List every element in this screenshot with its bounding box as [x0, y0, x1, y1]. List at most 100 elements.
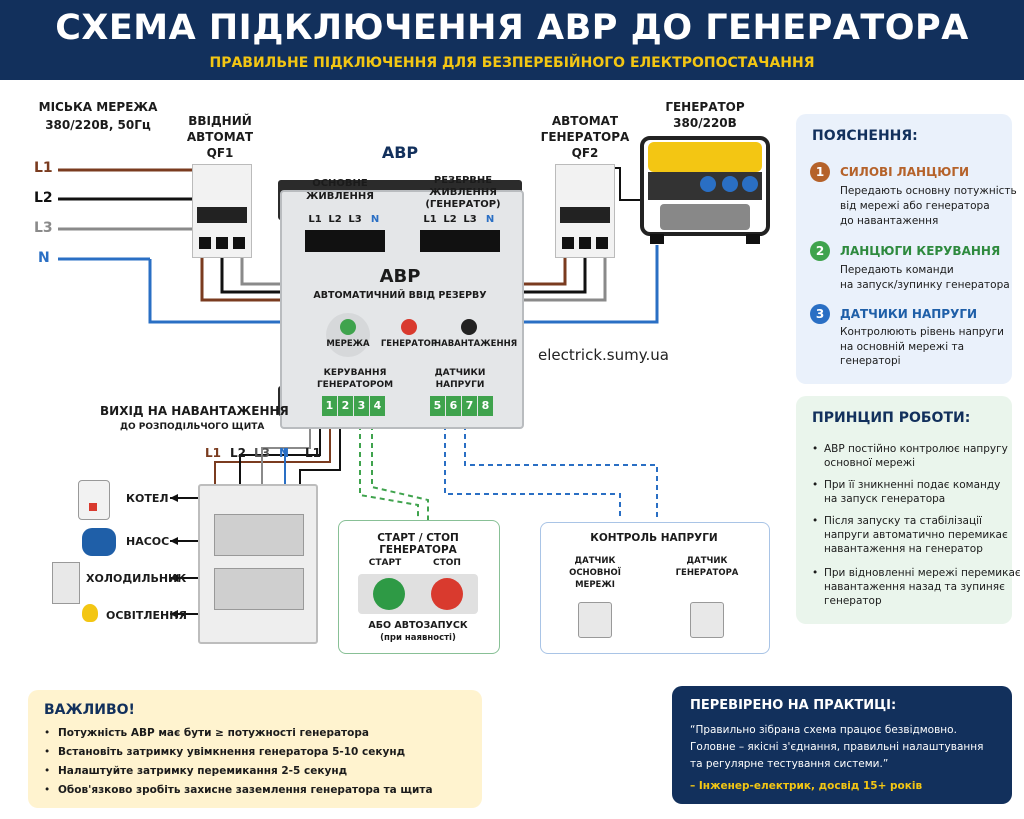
verified-title: ПЕРЕВІРЕНО НА ПРАКТИЦІ: — [690, 698, 897, 713]
load-fridge-label: ХОЛОДИЛЬНИК — [86, 572, 187, 585]
qf2-label-3: QF2 — [571, 146, 599, 160]
grid-line-l3: L3 — [34, 220, 53, 236]
start-label: СТАРТ — [368, 558, 402, 568]
avr-main-in-2: ЖИВЛЕННЯ — [306, 191, 374, 202]
explanation-item-desc: на основній мережі та генераторі — [840, 341, 965, 367]
important-box — [28, 690, 482, 808]
sensor-grid-label-2: ОСНОВНОЇ — [569, 568, 621, 578]
grid-title: МІСЬКА МЕРЕЖА — [38, 100, 158, 114]
avr-main-terminals: L1 L2 L3 N — [305, 214, 385, 254]
start-button[interactable] — [373, 578, 405, 610]
bullet-icon: • — [44, 746, 51, 758]
important-item: Налаштуйте затримку перемикання 2-5 секу… — [58, 765, 348, 777]
header-bar — [0, 0, 1024, 80]
sensor-grid-label-1: ДАТЧИК — [574, 556, 616, 566]
sensor-gen-label-1: ДАТЧИК — [686, 556, 728, 566]
load-pump-label: НАСОС — [126, 535, 170, 548]
important-item: Потужність АВР має бути ≥ потужності ген… — [58, 727, 369, 739]
terminal-label: L3 — [348, 214, 362, 225]
avr-unit — [280, 190, 524, 429]
avr-res-in-1: РЕЗЕРВНЕ — [433, 175, 493, 186]
page-title: СХЕМА ПІДКЛЮЧЕННЯ АВР ДО ГЕНЕРАТОРА — [55, 8, 969, 48]
explanation-number: 3 — [810, 304, 830, 324]
output-line-n: N — [279, 446, 290, 460]
principle-item: АВР постійно контролює напругу — [824, 443, 1008, 455]
explanation-item-title: ДАТЧИКИ НАПРУГИ — [840, 307, 978, 321]
output-line-l2: L2 — [230, 446, 246, 460]
avr-name: АВР — [379, 266, 421, 287]
avr-control-label-1: КЕРУВАННЯ — [323, 368, 387, 378]
load-boiler-label: КОТЕЛ — [126, 492, 169, 505]
terminal-block — [305, 230, 385, 252]
explanation-item-title: ЛАНЦЮГИ КЕРУВАННЯ — [840, 244, 1001, 258]
avr-main-in-1: ОСНОВНЕ — [312, 178, 368, 189]
stop-button[interactable] — [431, 578, 463, 610]
page-subtitle: ПРАВИЛЬНЕ ПІДКЛЮЧЕННЯ ДЛЯ БЕЗПЕРЕБІЙНОГО… — [209, 55, 815, 71]
terminal-label: N — [485, 214, 495, 225]
principle-item: навантаження назад та зупиняє — [824, 581, 1005, 593]
important-item: Встановіть затримку увімкнення генератор… — [58, 746, 406, 758]
grid-line-l1: L1 — [34, 160, 53, 176]
explanation-item-desc: Передають основну потужність — [840, 185, 1017, 197]
led-generator-icon — [401, 319, 417, 335]
explanation-number: 1 — [810, 162, 830, 182]
grid-spec: 380/220В, 50Гц — [45, 118, 151, 132]
avr-description: АВТОМАТИЧНИЙ ВВІД РЕЗЕРВУ — [313, 290, 487, 301]
terminal-label: L2 — [443, 214, 457, 225]
principle-title: ПРИНЦИП РОБОТИ: — [812, 410, 971, 426]
stop-label: СТОП — [433, 558, 461, 568]
bullet-icon: • — [812, 515, 819, 527]
watermark: electrick.sumy.ua — [538, 346, 669, 364]
breaker-qf2 — [555, 164, 615, 258]
voltage-control-title: КОНТРОЛЬ НАПРУГИ — [590, 532, 718, 544]
sensor-generator-icon — [690, 602, 724, 638]
important-title: ВАЖЛИВО! — [44, 702, 135, 718]
principle-item: Після запуску та стабілізації — [824, 515, 982, 527]
principle-item: навантаження на генератор — [824, 543, 983, 555]
avr-control-terminals: 1 2 3 4 — [322, 396, 385, 416]
explanation-item-desc: від мережі або генератора — [840, 200, 990, 212]
bullet-icon: • — [812, 443, 819, 455]
qf1-label-3: QF1 — [206, 146, 234, 160]
sensor-terminal: 6 — [446, 396, 461, 416]
terminal-label: L1 — [308, 214, 322, 225]
explanation-item-desc: на запуск/зупинку генератора — [840, 279, 1010, 291]
breaker-qf1 — [192, 164, 252, 258]
sensor-gen-label-2: ГЕНЕРАТОРА — [675, 568, 739, 578]
terminal-label: L3 — [463, 214, 477, 225]
explanation-item-desc: до навантаження — [840, 215, 939, 227]
start-stop-title: СТАРТ / СТОП ГЕНЕРАТОРА — [377, 532, 459, 556]
led-generator-label: ГЕНЕРАТОР — [380, 339, 438, 349]
avr-top-label: АВР — [381, 143, 419, 162]
led-grid-label: МЕРЕЖА — [326, 339, 370, 349]
grid-line-n: N — [38, 250, 50, 266]
control-terminal: 3 — [354, 396, 369, 416]
principle-item: При її зникненні подає команду — [824, 479, 1001, 491]
bullet-icon: • — [812, 479, 819, 491]
principle-item: на запуск генератора — [824, 493, 946, 505]
terminal-label: L2 — [328, 214, 342, 225]
distribution-panel-icon — [198, 484, 318, 644]
avr-sensor-label-2: НАПРУГИ — [435, 380, 485, 390]
terminal-block — [420, 230, 500, 252]
control-terminal: 1 — [322, 396, 337, 416]
output-line-l1b: L1 — [305, 446, 321, 460]
grid-line-l2: L2 — [34, 190, 53, 206]
explanation-item-desc: Передають команди — [840, 264, 954, 276]
important-item: Обов'язково зробіть захисне заземлення г… — [58, 784, 433, 796]
terminal-label: L1 — [423, 214, 437, 225]
principle-item: При відновленні мережі перемикає — [824, 567, 1021, 579]
led-grid-icon — [340, 319, 356, 335]
sensor-terminal: 8 — [478, 396, 493, 416]
autostart-label: АБО АВТОЗАПУСК — [368, 620, 468, 631]
verified-quote: Головне – якісні з'єднання, правильні на… — [690, 741, 984, 753]
load-lighting-label: ОСВІТЛЕННЯ — [106, 609, 187, 622]
qf1-label-2: АВТОМАТ — [186, 130, 254, 144]
avr-res-in-3: (ГЕНЕРАТОР) — [425, 199, 501, 210]
autostart-note: (при наявності) — [380, 633, 456, 643]
explanation-item-desc: Контролюють рівень напруги — [840, 326, 1004, 338]
verified-quote: та регулярне тестування системи.” — [690, 758, 889, 770]
output-title: ВИХІД НА НАВАНТАЖЕННЯ — [100, 404, 289, 418]
avr-res-in-2: ЖИВЛЕННЯ — [429, 187, 497, 198]
principle-panel — [796, 396, 1012, 624]
